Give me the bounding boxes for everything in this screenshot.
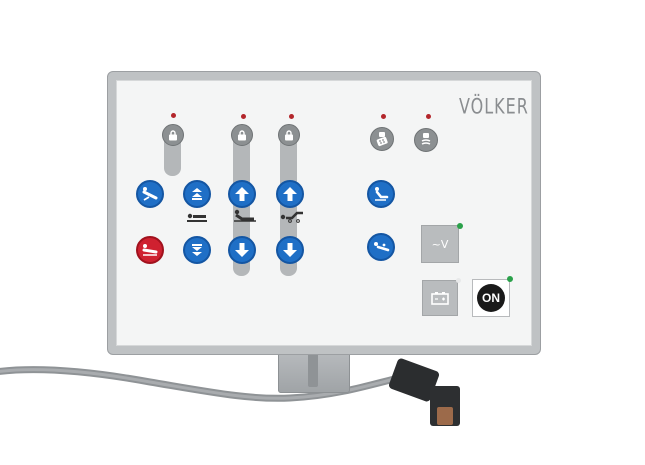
bed-up-icon	[192, 188, 202, 200]
bed-backrest-pictogram	[234, 209, 256, 222]
power-on-led	[507, 276, 513, 282]
backrest-trend-button[interactable]	[136, 180, 164, 208]
chair-position-button[interactable]	[367, 180, 395, 208]
battery-icon	[431, 292, 449, 305]
backrest-up-button[interactable]	[183, 180, 211, 208]
chair-icon	[375, 187, 389, 201]
battery-led	[456, 278, 461, 283]
backrest-down-button[interactable]	[183, 236, 211, 264]
leg-down-button[interactable]	[276, 236, 304, 264]
lock-handset-icon[interactable]	[370, 127, 394, 151]
height-up-button[interactable]	[228, 180, 256, 208]
bed-leg-pictogram	[280, 211, 303, 223]
lock-indicator-led	[426, 114, 431, 119]
ac-voltage-label: ~V	[431, 237, 449, 251]
leg-up-button[interactable]	[276, 180, 304, 208]
arrow-down-icon	[283, 243, 297, 257]
power-on-label: ON	[477, 284, 505, 312]
lock-leg-icon[interactable]	[414, 128, 438, 152]
power-on-button[interactable]: ON	[472, 279, 510, 317]
lock-icon[interactable]	[162, 124, 184, 146]
battery-indicator	[422, 280, 458, 316]
ac-power-led	[457, 223, 463, 229]
lock-indicator-led	[381, 114, 386, 119]
lock-icon[interactable]	[231, 124, 253, 146]
bed-trend-icon	[142, 187, 158, 201]
cpr-icon	[142, 244, 158, 256]
lock-indicator-led	[241, 114, 246, 119]
brand-logo: VÖLKER	[459, 93, 529, 119]
flat-position-button[interactable]	[367, 233, 395, 261]
control-panel	[116, 80, 532, 346]
lock-icon[interactable]	[278, 124, 300, 146]
panel-stand	[278, 349, 350, 393]
arrow-down-icon	[235, 243, 249, 257]
arrow-up-icon	[235, 187, 249, 201]
arrow-up-icon	[283, 187, 297, 201]
emergency-cpr-button[interactable]	[136, 236, 164, 264]
bed-down-icon	[192, 244, 202, 256]
flat-icon	[374, 242, 390, 252]
plug-connector	[437, 407, 453, 425]
bed-flat-pictogram	[187, 213, 207, 222]
lock-indicator-led	[289, 114, 294, 119]
ac-power-indicator: ~V	[421, 225, 459, 263]
lock-indicator-led	[171, 113, 176, 118]
height-down-button[interactable]	[228, 236, 256, 264]
